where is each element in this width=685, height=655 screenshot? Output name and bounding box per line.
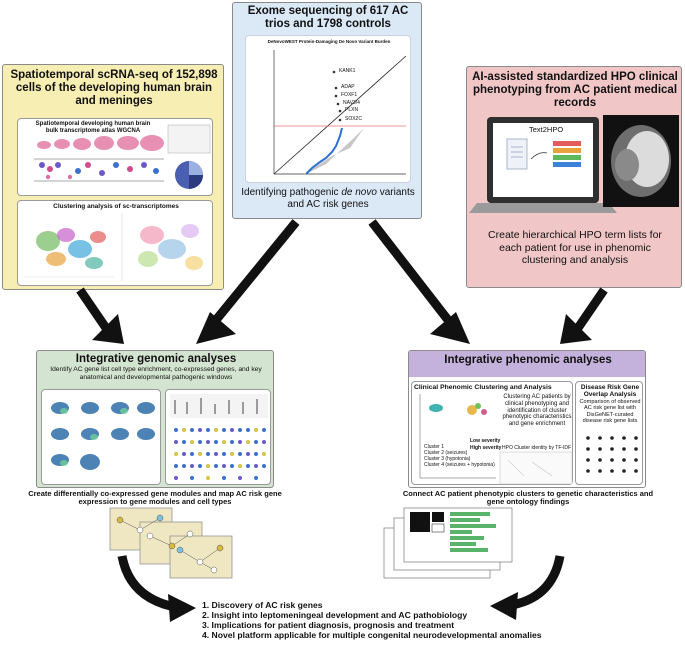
expression-heatmap-box: [165, 389, 271, 485]
outcome-4: 4. Novel platform applicable for multipl…: [202, 630, 542, 640]
cluster-legend-2: Cluster 2 (seizures): [424, 450, 468, 456]
exome-caption: Identifying pathogenic de novo variants …: [241, 187, 415, 210]
scrna-panel: Spatiotemporal scRNA-seq of 152,898 cell…: [2, 64, 224, 290]
clinical-desc: Clustering AC patients by clinical pheno…: [502, 394, 572, 428]
genomic-subtitle: Identify AC gene list cell type enrichme…: [50, 366, 262, 381]
scrna-title: Spatiotemporal scRNA-seq of 152,898 cell…: [10, 69, 218, 107]
genomic-umaps: [51, 402, 155, 470]
disease-overlap-box: Disease Risk Gene Overlap Analysis Compa…: [575, 381, 643, 485]
gene-label-3: FOXF1: [341, 92, 358, 98]
plot-title: DeNovoWEST Protein-Damaging De Novo Vari…: [267, 39, 391, 44]
outcome-3: 3. Implications for patient diagnosis, p…: [202, 620, 455, 630]
denovo-burden-plot: DeNovoWEST Protein-Damaging De Novo Vari…: [245, 35, 411, 183]
outcomes-list: 1. Discovery of AC risk genes 2. Insight…: [202, 600, 622, 640]
hpo-caption: Create hierarchical HPO term lists for e…: [488, 229, 662, 266]
qq-plot-svg: [273, 50, 407, 175]
clinical-title: Clinical Phenomic Clustering and Analysi…: [414, 384, 552, 391]
umap-graphic: [24, 213, 203, 281]
clinical-clustering-box: Clinical Phenomic Clustering and Analysi…: [411, 381, 573, 485]
phenomic-caption: Connect AC patient phenotypic clusters t…: [402, 489, 654, 506]
bulk-atlas-title: Spatiotemporal developing human brain bu…: [35, 121, 151, 134]
phenomic-header: [409, 351, 645, 377]
gene-label-1: KANK1: [339, 68, 356, 74]
expression-dotplot: [170, 394, 268, 480]
gene-label-4: NAV3/4: [343, 100, 360, 106]
genomic-caption: Create differentially co-expressed gene …: [28, 489, 282, 506]
outcome-1: 1. Discovery of AC risk genes: [202, 600, 323, 610]
phenomic-panel: Integrative phenomic analyses Clinical P…: [408, 350, 646, 488]
hpo-title: AI-assisted standardized HPO clinical ph…: [472, 71, 678, 109]
phenomic-title: Integrative phenomic analyses: [444, 354, 612, 366]
hpo-cluster-label: HPO Cluster identity by TF-IDF: [502, 445, 572, 451]
overlap-dot-grid: [586, 436, 638, 473]
low-severity-label: Low severity: [470, 438, 501, 444]
exome-title: Exome sequencing of 617 AC trios and 179…: [247, 5, 409, 30]
sc-clustering-title: Clustering analysis of sc-transcriptomes: [53, 203, 179, 210]
text2hpo-label: Text2HPO: [529, 125, 564, 134]
cluster-legend-1: Cluster 1: [424, 444, 445, 450]
high-severity-label: High severity: [470, 445, 502, 451]
gene-label-6: SOX2C: [345, 116, 362, 122]
hpo-panel: AI-assisted standardized HPO clinical ph…: [466, 66, 682, 288]
laptop-mri-graphic: [469, 115, 679, 213]
umap-grid-box: [41, 389, 161, 485]
cluster-legend-4: Cluster 4 (seizures + hypotonia): [424, 462, 495, 468]
bulk-atlas-graphic: [34, 124, 211, 189]
bulk-atlas-box: Spatiotemporal developing human brain bu…: [17, 118, 213, 196]
exome-panel: Exome sequencing of 617 AC trios and 179…: [232, 2, 422, 219]
outcome-2: 2. Insight into leptomeningeal developme…: [202, 610, 468, 620]
disease-desc: Comparison of observed AC risk gene list…: [579, 399, 641, 424]
gene-label-5: PLXN: [345, 107, 359, 113]
cluster-legend-3: Cluster 3 (hypotonia): [424, 456, 471, 462]
genomic-title: Integrative genomic analyses: [75, 353, 237, 365]
sc-clustering-box: Clustering analysis of sc-transcriptomes: [17, 200, 213, 286]
phenotype-scatter: [419, 394, 573, 485]
gene-label-2: ADAP: [341, 84, 355, 90]
disease-title: Disease Risk Gene Overlap Analysis: [580, 384, 640, 398]
genomic-panel: Integrative genomic analyses Identify AC…: [36, 350, 274, 488]
